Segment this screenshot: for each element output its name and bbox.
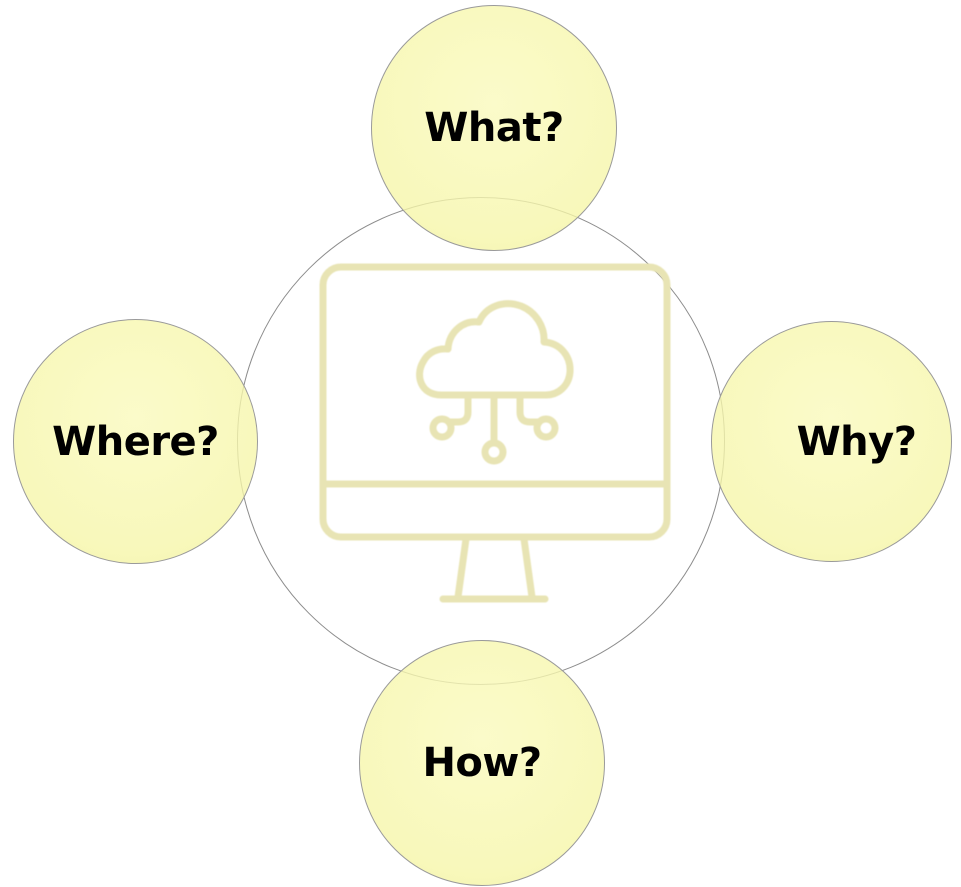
- bubble-what: What?: [371, 5, 617, 251]
- monitor-cloud-network-icon: [319, 263, 671, 603]
- bubble-why-label: Why?: [796, 418, 917, 465]
- bubble-why: Why?: [711, 321, 952, 562]
- bubble-how-label: How?: [422, 740, 542, 786]
- bubble-what-label: What?: [424, 105, 564, 151]
- bubble-how: How?: [359, 640, 605, 886]
- bubble-where: Where?: [13, 319, 258, 564]
- bubble-where-label: Where?: [52, 418, 219, 465]
